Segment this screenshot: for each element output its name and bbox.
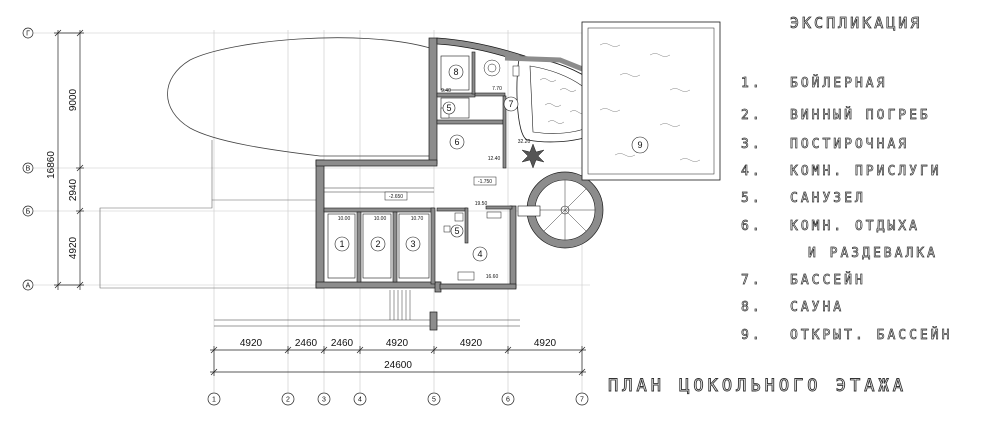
legend-item-number: 3. [741,137,763,153]
room-area: 32.20 [518,139,531,145]
room-number: 4 [477,249,482,259]
room-area: 7.70 [492,86,502,92]
room-number: 3 [410,239,415,249]
room-area: 9.40 [441,88,451,94]
interior-walls [323,51,513,285]
legend-item-number: 9. [741,328,763,344]
level-marks [384,176,497,201]
legend-item-number: 1. [741,76,763,92]
axis-label-col: 7 [580,397,584,404]
legend-item-number: 6. [741,219,763,235]
axis-marker-g [22,27,34,39]
room-number: 6 [454,137,459,147]
room-number: 7 [508,99,513,109]
dim-vertical-part: 2940 [68,178,79,201]
axis-label-row: В [26,166,31,173]
entry-stair [214,290,520,327]
legend-item-text: БОЙЛЕРНАЯ [790,76,888,92]
room-number: 5 [446,103,451,113]
dim-vertical-part: 4920 [68,236,79,259]
room-area: 10.70 [411,216,424,222]
room-area: 10.00 [374,216,387,222]
spiral-stair [517,171,604,249]
legend-item-text: ВИННЫЙ ПОГРЕБ [790,108,931,124]
dim-horizontal-part: 2460 [331,338,354,349]
axis-label-col: 2 [286,397,290,404]
fixtures [440,59,520,281]
row-axis-markers [22,27,34,291]
horizontal-dimension-lines [210,346,586,376]
room-number: 8 [453,67,458,77]
room-number: 2 [375,239,380,249]
legend-item-number: 5. [741,191,763,207]
upper-floor-outline [167,37,431,157]
room-number-circles [334,64,649,262]
axis-label-col: 5 [432,397,436,404]
dim-vertical-part: 9000 [68,88,79,111]
room-number: 5 [454,226,459,236]
legend-item-text: ПОСТИРОЧНАЯ [790,137,910,153]
legend-item-text: И РАЗДЕВАЛКА [808,246,938,262]
axis-marker-v [22,162,34,174]
vertical-dimension-lines [54,29,84,290]
upper-block-outline [99,199,319,289]
room-number: 9 [637,140,642,150]
legend-item-text: САУНА [790,300,845,316]
axis-marker-a [22,279,34,291]
dim-horizontal-part: 2460 [295,338,318,349]
plan-title: ПЛАН ЦОКОЛЬНОГО ЭТАЖА [608,376,907,397]
legend-item-number: 2. [741,108,763,124]
dim-horizontal-part: 4920 [240,338,263,349]
room-number: 1 [339,239,344,249]
axis-marker-b [22,205,34,217]
level-mark: -2.650 [389,194,403,200]
axis-label-col: 6 [506,397,510,404]
room-area: 16.60 [486,274,499,280]
outdoor-pool [581,21,721,181]
legend-item-text: ОТКРЫТ. БАССЕЙН [790,328,953,344]
legend-title: ЭКСПЛИКАЦИЯ [790,14,923,33]
room-area: 10.00 [338,216,351,222]
legend-item-text: КОМН. ПРИСЛУГИ [790,164,942,180]
legend-item-text: КОМН. ОТДЫХА [790,219,920,235]
axis-label-col: 4 [358,397,362,404]
dim-vertical-total: 16860 [46,151,57,179]
axis-label-col: 3 [322,397,326,404]
legend-item-number: 8. [741,300,763,316]
dim-horizontal-total: 24600 [384,360,412,371]
legend-item-number: 7. [741,273,763,289]
axis-label-row: Г [26,31,30,38]
corridor-lines [324,187,434,193]
explication-legend: ЭКСПЛИКАЦИЯ 1. БОЙЛЕРНАЯ 2. ВИННЫЙ ПОГРЕ… [735,0,985,426]
room-outlines [327,55,470,279]
room-area: 19.50 [475,201,488,207]
legend-item-text: БАССЕЙН [790,273,866,289]
plant-icon [521,143,545,169]
level-mark: -1.750 [478,179,492,185]
axis-label-col: 1 [212,397,216,404]
axis-label-row: А [26,283,31,290]
exterior-walls [315,37,526,331]
axis-label-row: Б [26,209,31,216]
legend-item-text: САНУЗЕЛ [790,191,866,207]
dim-horizontal-part: 4920 [460,338,483,349]
dim-horizontal-part: 4920 [534,338,557,349]
dim-horizontal-part: 4920 [386,338,409,349]
legend-item-number: 4. [741,164,763,180]
room-area: 12.40 [488,156,501,162]
column-axis-markers [207,392,589,406]
